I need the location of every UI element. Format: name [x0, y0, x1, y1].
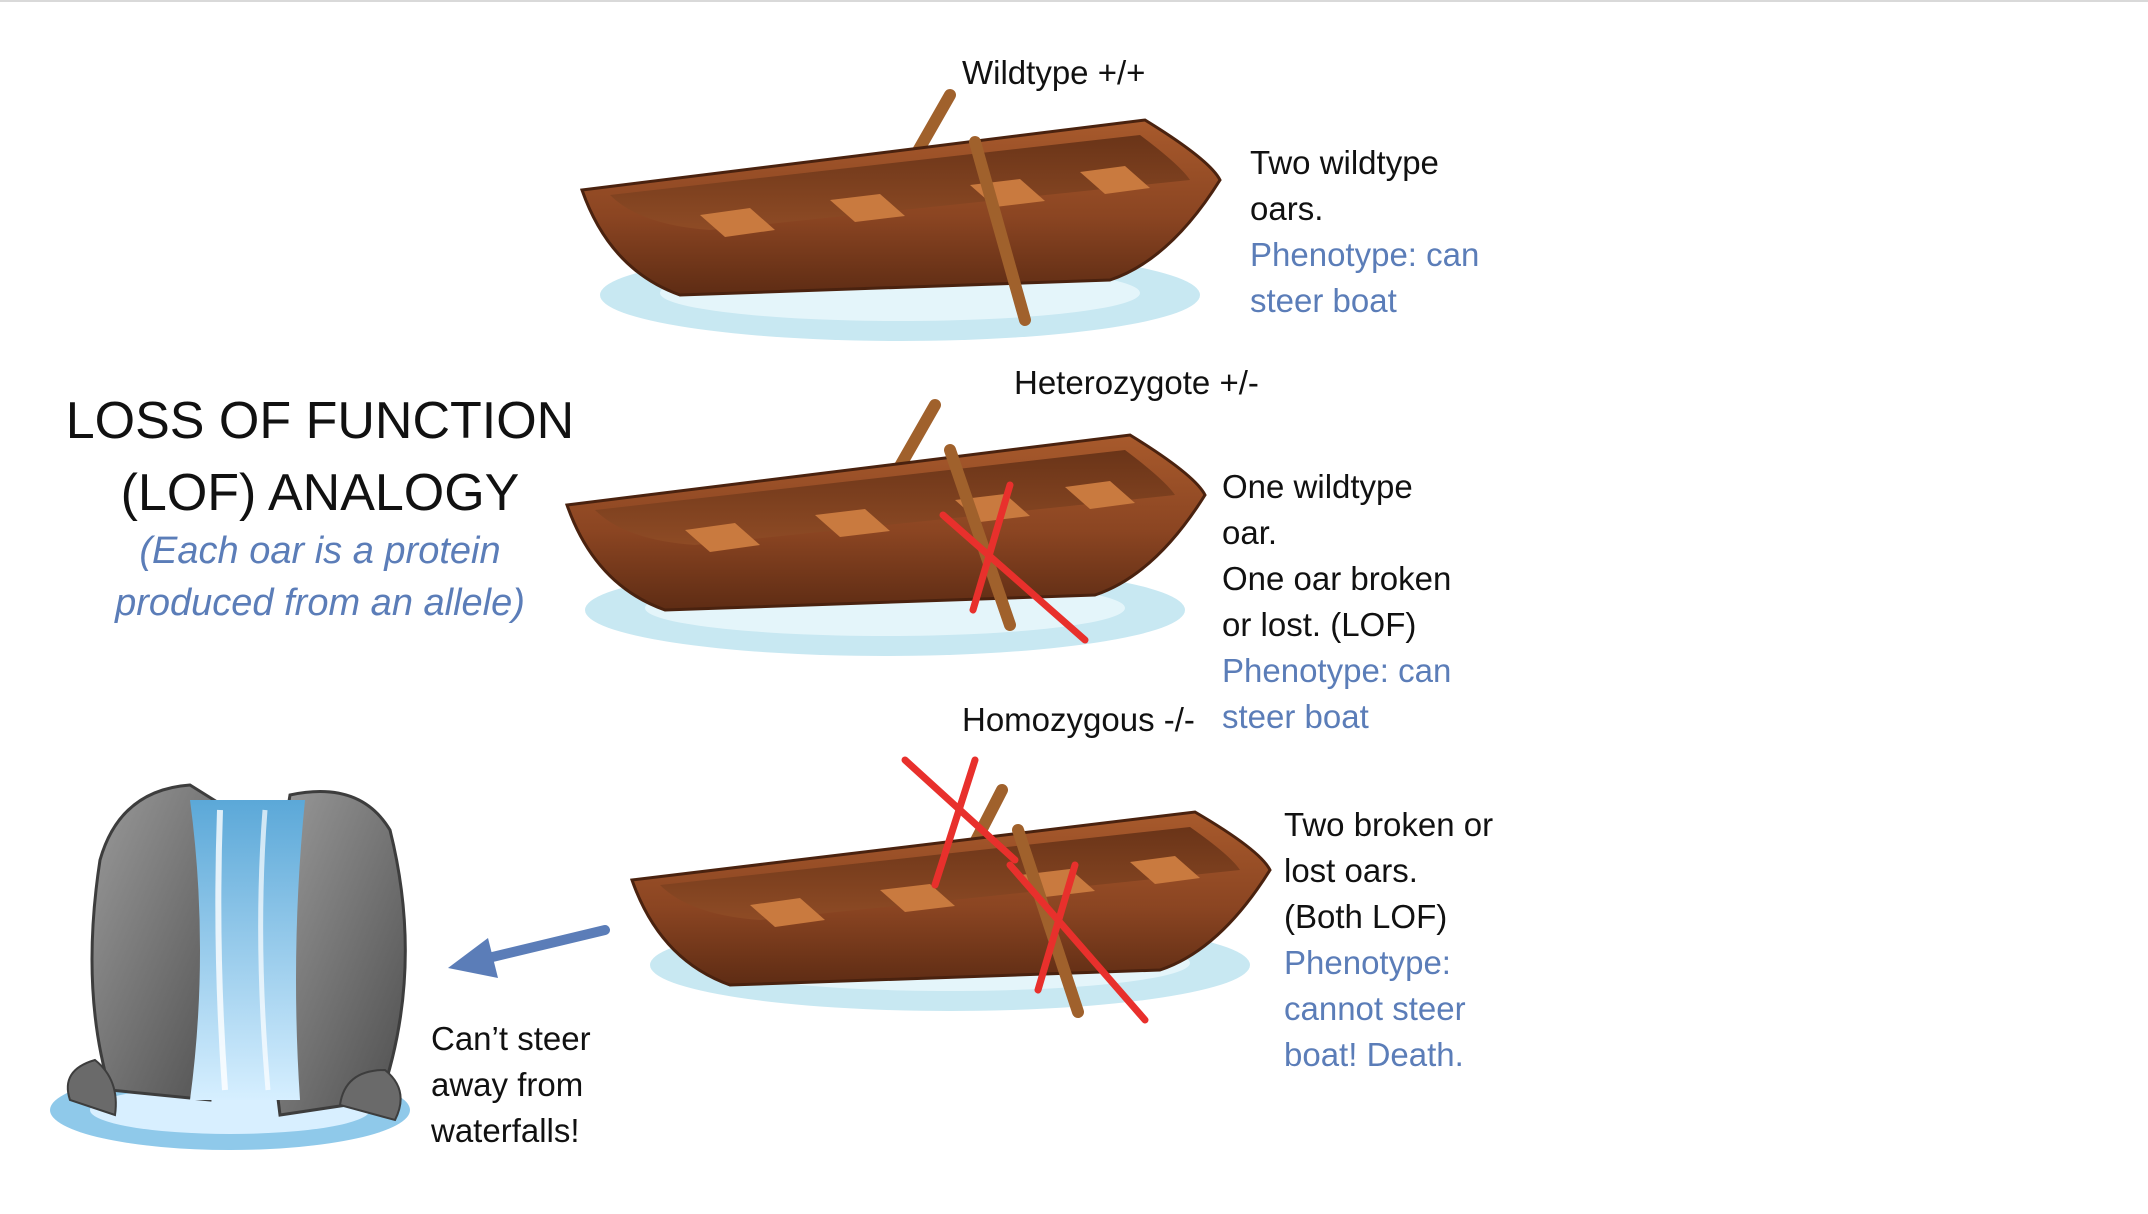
boat-interior	[610, 135, 1190, 230]
caption-line: waterfalls!	[431, 1112, 580, 1149]
top-border-line	[0, 0, 2148, 2]
boat-label-heterozygote: Heterozygote +/-	[1014, 364, 1259, 401]
rock-bottom-left	[66, 1058, 117, 1117]
boat-label-homozygous: Homozygous -/-	[962, 701, 1195, 738]
waterfall-icon	[50, 783, 410, 1150]
waterfall-caption: Can’t steer away from waterfalls!	[431, 1016, 591, 1154]
boat-interior	[595, 450, 1175, 545]
boat-label-wildtype: Wildtype +/+	[962, 54, 1146, 91]
caption-line: away from	[431, 1066, 584, 1103]
oar-front	[944, 444, 1016, 631]
desc-line: or lost. (LOF)	[1222, 606, 1417, 643]
boat-seat	[685, 523, 760, 552]
rock-bottom-right	[338, 1068, 402, 1122]
desc-line: (Both LOF)	[1284, 898, 1448, 935]
boat-desc-wildtype: Two wildtype oars. Phenotype: can steer …	[1250, 140, 1479, 324]
desc-line: oars.	[1250, 190, 1324, 227]
arrow-to-waterfall-icon	[448, 925, 610, 978]
boat-desc-homozygous: Two broken or lost oars. (Both LOF) Phen…	[1284, 802, 1493, 1078]
subtitle-line-2: produced from an allele)	[115, 582, 525, 624]
phenotype-line: Phenotype: can	[1250, 236, 1480, 273]
boat-seat	[750, 898, 825, 927]
arrow-shaft	[475, 925, 610, 965]
diagram-subtitle: (Each oar is a protein produced from an …	[40, 525, 600, 629]
desc-line: oar.	[1222, 514, 1278, 551]
phenotype-line: steer boat	[1222, 698, 1369, 735]
phenotype-line: boat! Death.	[1284, 1036, 1464, 1073]
waterfall-streak	[215, 809, 228, 1091]
phenotype-line: Phenotype: can	[1222, 652, 1452, 689]
title-line-2: (LOF) ANALOGY	[120, 464, 520, 522]
phenotype-line: steer boat	[1250, 282, 1397, 319]
boat-wildtype-illustration	[579, 89, 1222, 341]
red-cross-stroke	[1034, 861, 1079, 994]
boat-heterozygote-illustration	[564, 399, 1207, 656]
boat-desc-heterozygote: One wildtype oar. One oar broken or lost…	[1222, 464, 1451, 740]
red-cross-stroke	[931, 756, 979, 889]
desc-line: Two wildtype	[1250, 144, 1439, 181]
red-cross-stroke	[969, 481, 1014, 614]
waterfall-streak	[258, 809, 271, 1091]
boat-seat	[880, 884, 955, 912]
desc-line: lost oars.	[1284, 852, 1418, 889]
caption-line: Can’t steer	[431, 1020, 591, 1057]
boat-seat	[700, 208, 775, 237]
desc-line: One oar broken	[1222, 560, 1452, 597]
title-line-1: LOSS OF FUNCTION	[65, 392, 575, 450]
oar-front	[1012, 824, 1084, 1018]
phenotype-line: cannot steer	[1284, 990, 1466, 1027]
red-cross-stroke	[939, 511, 1089, 644]
diagram-title: LOSS OF FUNCTION (LOF) ANALOGY	[40, 385, 600, 529]
desc-line: One wildtype	[1222, 468, 1413, 505]
red-cross-stroke	[1006, 861, 1149, 1024]
subtitle-line-1: (Each oar is a protein	[139, 530, 501, 572]
boat-interior	[660, 827, 1240, 920]
boat-seat	[815, 509, 890, 537]
boat-seat	[830, 194, 905, 222]
boat-homozygous-illustration	[629, 756, 1272, 1024]
phenotype-line: Phenotype:	[1284, 944, 1451, 981]
desc-line: Two broken or	[1284, 806, 1494, 843]
boat-seat	[1065, 481, 1135, 509]
waterfall-stream	[190, 800, 305, 1100]
arrow-head	[448, 938, 498, 978]
oar-front	[969, 136, 1031, 326]
boat-seat	[1130, 856, 1200, 884]
boat-seat	[1080, 166, 1150, 194]
